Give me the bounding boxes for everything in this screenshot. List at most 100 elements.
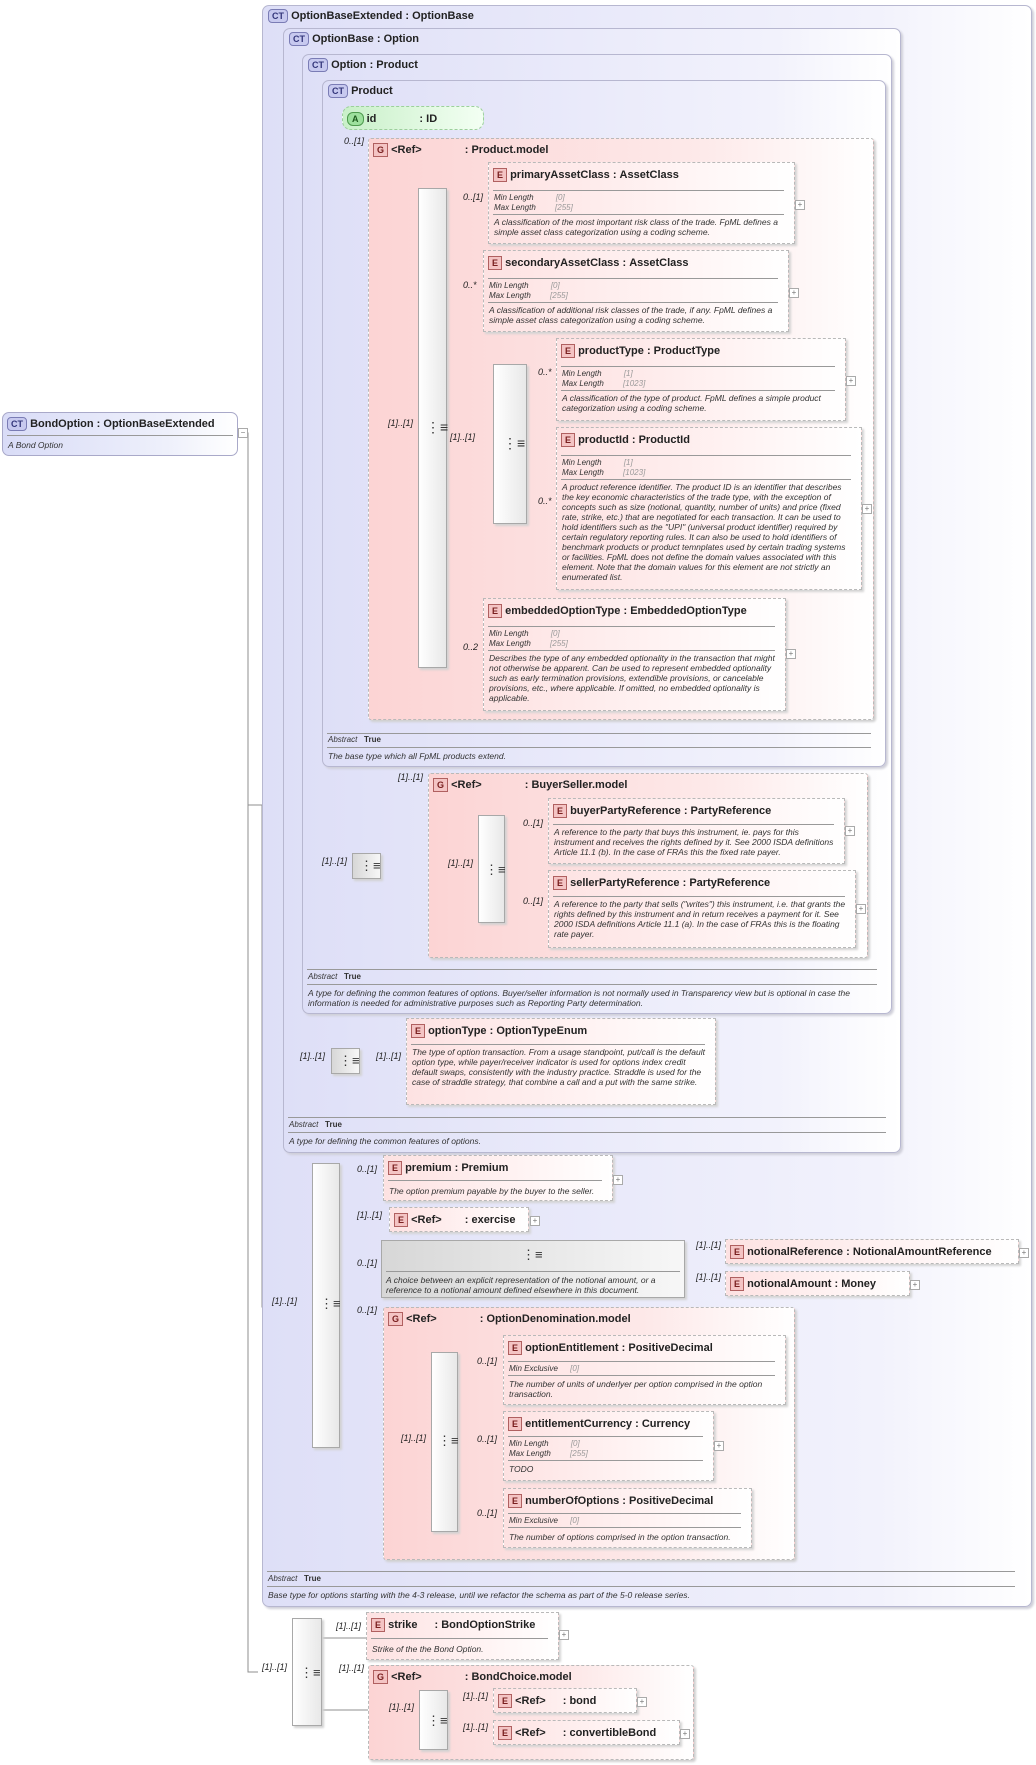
oe-card: 0..[1]	[477, 1356, 498, 1366]
el-type: PartyReference	[690, 805, 772, 817]
ref-label: <Ref>	[515, 1695, 546, 1707]
bs-inner-sequence[interactable]: ⋮≡	[478, 815, 506, 923]
expand-icon[interactable]: +	[613, 1175, 623, 1185]
facet-2: Max Length [255]	[489, 639, 568, 648]
expand-icon[interactable]: +	[856, 904, 866, 914]
id-attribute[interactable]: A id : ID	[342, 106, 484, 130]
element-primary-asset-class[interactable]: E primaryAssetClass : AssetClass Min Len…	[488, 162, 795, 244]
facet-label: Min Exclusive	[509, 1364, 558, 1373]
ext-sequence-compositor[interactable]: ⋮≡	[312, 1163, 341, 1448]
facet-1: Min Length [0]	[489, 629, 560, 638]
choice-icon: ⋮≡	[522, 1247, 543, 1262]
expand-icon[interactable]: +	[795, 200, 805, 210]
element-number-of-options[interactable]: E numberOfOptions : PositiveDecimal Min …	[503, 1488, 752, 1548]
root-type-box[interactable]: CT BondOption : OptionBaseExtended A Bon…	[2, 412, 238, 456]
element-secondary-asset-class[interactable]: E secondaryAssetClass : AssetClass Min L…	[483, 250, 789, 332]
el-name: primaryAssetClass	[510, 169, 610, 181]
expand-icon[interactable]: +	[1019, 1248, 1029, 1258]
abstract-value: True	[344, 972, 361, 981]
bond-choice-compositor[interactable]: ⋮≡	[419, 1690, 448, 1750]
expand-icon[interactable]: +	[530, 1216, 540, 1226]
element-option-entitlement[interactable]: E optionEntitlement : PositiveDecimal Mi…	[503, 1335, 786, 1405]
odm-sequence-compositor[interactable]: ⋮≡	[431, 1352, 459, 1532]
facet-1: Min Length [1]	[562, 369, 633, 378]
colon: :	[622, 257, 627, 269]
colon: :	[621, 1342, 626, 1354]
option-type-sequence[interactable]: ⋮≡	[331, 1048, 360, 1074]
divider	[508, 1513, 741, 1514]
colon: :	[612, 169, 617, 181]
expand-icon[interactable]: +	[789, 288, 799, 298]
element-premium[interactable]: E premium : Premium The option premium p…	[383, 1155, 613, 1201]
el-header: E sellerPartyReference : PartyReference	[553, 876, 770, 890]
element-convertible-bond-ref[interactable]: E <Ref> : convertibleBond	[493, 1720, 680, 1745]
divider	[388, 1180, 602, 1181]
el-name: buyerPartyReference	[570, 805, 681, 817]
el-type: PositiveDecimal	[628, 1495, 714, 1507]
divider	[553, 896, 845, 897]
el-desc: TODO	[509, 1464, 534, 1474]
divider	[561, 479, 851, 480]
root-header: CT BondOption : OptionBaseExtended	[7, 417, 215, 431]
expand-icon[interactable]: +	[845, 826, 855, 836]
expand-icon[interactable]: +	[786, 649, 796, 659]
prod-name: Product	[351, 85, 393, 97]
el-desc: Strike of the the Bond Option.	[372, 1644, 484, 1654]
element-entitlement-currency[interactable]: E entitlementCurrency : Currency Min Len…	[503, 1411, 714, 1481]
buyer-seller-sequence[interactable]: ⋮≡	[352, 853, 381, 879]
colon: :	[834, 1278, 839, 1290]
element-product-type[interactable]: E productType : ProductType Min Length […	[556, 338, 846, 421]
sequence-compositor[interactable]: ⋮≡	[418, 188, 448, 668]
sequence-icon: ⋮≡	[300, 1665, 321, 1680]
colon: :	[369, 59, 374, 71]
prod-desc: The base type which all FpML products ex…	[328, 751, 506, 761]
expand-icon[interactable]: +	[680, 1729, 690, 1739]
colon: :	[376, 33, 381, 45]
expand-icon[interactable]: +	[559, 1630, 569, 1640]
complex-type-icon: CT	[328, 84, 348, 98]
divider	[371, 1638, 548, 1639]
element-icon: E	[561, 344, 576, 358]
ref-label: <Ref>	[406, 1313, 437, 1325]
facet-value: [1023]	[623, 379, 646, 388]
el-header: E strike : BondOptionStrike	[371, 1618, 535, 1632]
el-name: notionalReference	[747, 1246, 844, 1258]
el-header: E <Ref> : convertibleBond	[498, 1726, 656, 1740]
element-icon: E	[493, 168, 508, 182]
el-name: optionEntitlement	[525, 1342, 619, 1354]
colon: :	[464, 1671, 469, 1683]
element-strike[interactable]: E strike : BondOptionStrike Strike of th…	[366, 1612, 559, 1660]
colon: :	[562, 1695, 567, 1707]
element-product-id[interactable]: E productId : ProductId Min Length [1] M…	[556, 427, 862, 590]
facet-2: Max Length [1023]	[562, 468, 645, 477]
el-type: AssetClass	[619, 169, 679, 181]
expand-icon[interactable]: +	[846, 376, 856, 386]
element-notional-amount[interactable]: E notionalAmount : Money	[725, 1271, 910, 1296]
el-header: E secondaryAssetClass : AssetClass	[488, 256, 689, 270]
notional-choice-compositor[interactable]: ⋮≡ A choice between an explicit represen…	[381, 1240, 685, 1298]
divider	[7, 435, 233, 436]
divider	[508, 1375, 775, 1376]
otype-outer-card: [1]..[1]	[300, 1051, 326, 1061]
el-header: E numberOfOptions : PositiveDecimal	[508, 1494, 713, 1508]
element-exercise-ref[interactable]: E <Ref> : exercise	[389, 1207, 529, 1232]
element-icon: E	[488, 256, 503, 270]
element-option-type[interactable]: E optionType : OptionTypeEnum The type o…	[406, 1018, 716, 1105]
strike-card: [1]..[1]	[336, 1621, 362, 1631]
element-bond-ref[interactable]: E <Ref> : bond	[493, 1688, 637, 1713]
divider	[488, 278, 778, 279]
facet-label: Min Length	[489, 281, 529, 290]
element-buyer-party-reference[interactable]: E buyerPartyReference : PartyReference A…	[548, 798, 845, 864]
element-notional-reference[interactable]: E notionalReference : NotionalAmountRefe…	[725, 1239, 1019, 1264]
expand-icon[interactable]: +	[862, 504, 872, 514]
divider	[288, 1132, 886, 1133]
inner-sequence-compositor[interactable]: ⋮≡	[493, 364, 527, 524]
element-embedded-option-type[interactable]: E embeddedOptionType : EmbeddedOptionTyp…	[483, 598, 786, 711]
expand-icon[interactable]: +	[637, 1697, 647, 1707]
expand-icon[interactable]: +	[910, 1280, 920, 1290]
element-seller-party-reference[interactable]: E sellerPartyReference : PartyReference …	[548, 870, 856, 948]
root-sequence-compositor[interactable]: ⋮≡	[292, 1618, 322, 1726]
choice-desc: A choice between an explicit representat…	[386, 1275, 656, 1295]
expand-icon[interactable]: −	[238, 428, 248, 438]
expand-icon[interactable]: +	[714, 1441, 724, 1451]
